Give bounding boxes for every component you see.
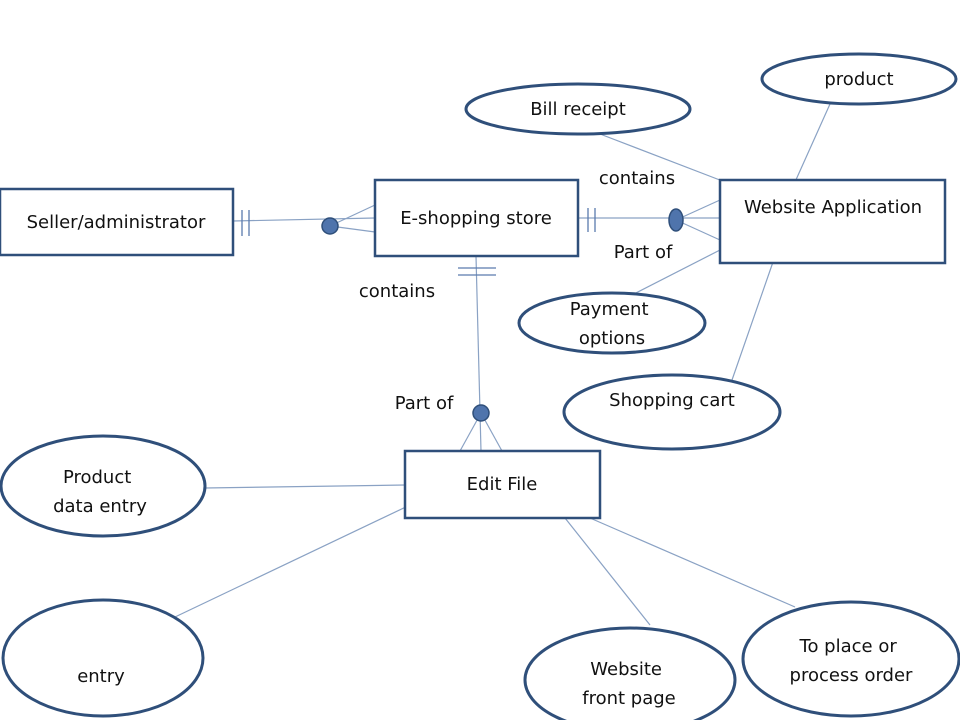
relationship-contains-top: contains — [599, 168, 675, 189]
entity-edit-file-label: Edit File — [467, 474, 538, 495]
link-payment-website — [629, 249, 721, 297]
attr-shopping-cart-ellipse — [562, 373, 782, 451]
entity-store[interactable]: E-shopping store — [373, 178, 580, 258]
attr-product[interactable]: product — [760, 52, 958, 106]
attr-front-page-line-1: Website — [590, 659, 662, 680]
link-frontpage-editfile — [564, 517, 651, 626]
attr-bill-receipt[interactable]: Bill receipt — [464, 82, 692, 136]
attr-order-line-1: To place or — [799, 636, 898, 657]
attr-product-data-entry-label: Product data entry — [53, 467, 147, 517]
entity-website[interactable]: Website Application — [718, 178, 947, 265]
relationship-contains-left: contains — [359, 281, 435, 302]
attr-place-order-label: To place or process order — [790, 636, 913, 686]
link-cart-website — [731, 261, 774, 381]
attr-product-entry-line-2: data entry — [53, 496, 147, 517]
attr-front-page-line-2: front page — [582, 688, 676, 709]
attr-product-data-entry-ellipse — [0, 434, 207, 538]
attr-website-front-page-ellipse — [523, 626, 737, 720]
attr-product-data-entry[interactable]: Product data entry — [0, 434, 207, 538]
attr-payment-options-ellipse — [517, 291, 707, 355]
link-seller-store — [232, 217, 376, 222]
entity-store-box — [373, 178, 580, 258]
entity-seller-box — [0, 187, 235, 257]
attr-payment-line-2: options — [579, 328, 645, 349]
attr-shopping-cart[interactable]: Shopping cart — [562, 373, 782, 451]
attr-entry[interactable]: entry — [1, 598, 205, 718]
link-bill-website — [599, 133, 726, 183]
attr-shopping-cart-label: Shopping cart — [609, 390, 735, 411]
link-productentry-editfile — [204, 484, 406, 489]
attr-payment-options[interactable]: Payment options — [517, 291, 707, 355]
attr-place-order[interactable]: To place or process order — [741, 600, 960, 718]
attr-product-ellipse — [760, 52, 958, 106]
relationship-part-of-right: Part of — [614, 242, 673, 263]
link-entry-editfile — [174, 504, 411, 618]
attr-payment-line-1: Payment — [570, 299, 649, 320]
entity-edit-file[interactable]: Edit File — [403, 449, 602, 520]
attr-website-front-page[interactable]: Website front page — [523, 626, 737, 720]
entity-seller[interactable]: Seller/administrator — [0, 187, 235, 257]
entity-store-label: E-shopping store — [400, 208, 552, 229]
link-order-editfile — [589, 517, 796, 608]
optionality-markers — [321, 208, 684, 422]
entity-edit-file-box — [403, 449, 602, 520]
entity-website-box — [718, 178, 947, 265]
attr-entry-label: entry — [77, 666, 125, 687]
attr-product-entry-line-1: Product — [63, 467, 131, 488]
cardinality-ticks — [241, 208, 596, 276]
marker-dot-website — [668, 208, 684, 232]
attr-order-line-2: process order — [790, 665, 913, 686]
attr-bill-receipt-label: Bill receipt — [530, 99, 626, 120]
attr-entry-ellipse — [1, 598, 205, 718]
relationship-part-of-bottom: Part of — [395, 393, 454, 414]
entity-website-label: Website Application — [744, 197, 922, 218]
attr-product-label: product — [824, 69, 893, 90]
attr-bill-receipt-ellipse — [464, 82, 692, 136]
attr-payment-options-label: Payment options — [570, 299, 655, 349]
attr-website-front-page-label: Website front page — [582, 659, 676, 709]
marker-dot-editfile — [472, 404, 490, 422]
entity-seller-label: Seller/administrator — [27, 212, 206, 233]
marker-dot-seller — [321, 217, 339, 235]
relationship-labels: contains Part of contains Part of — [359, 168, 675, 414]
link-product-website — [794, 103, 831, 183]
attr-place-order-ellipse — [741, 600, 960, 718]
